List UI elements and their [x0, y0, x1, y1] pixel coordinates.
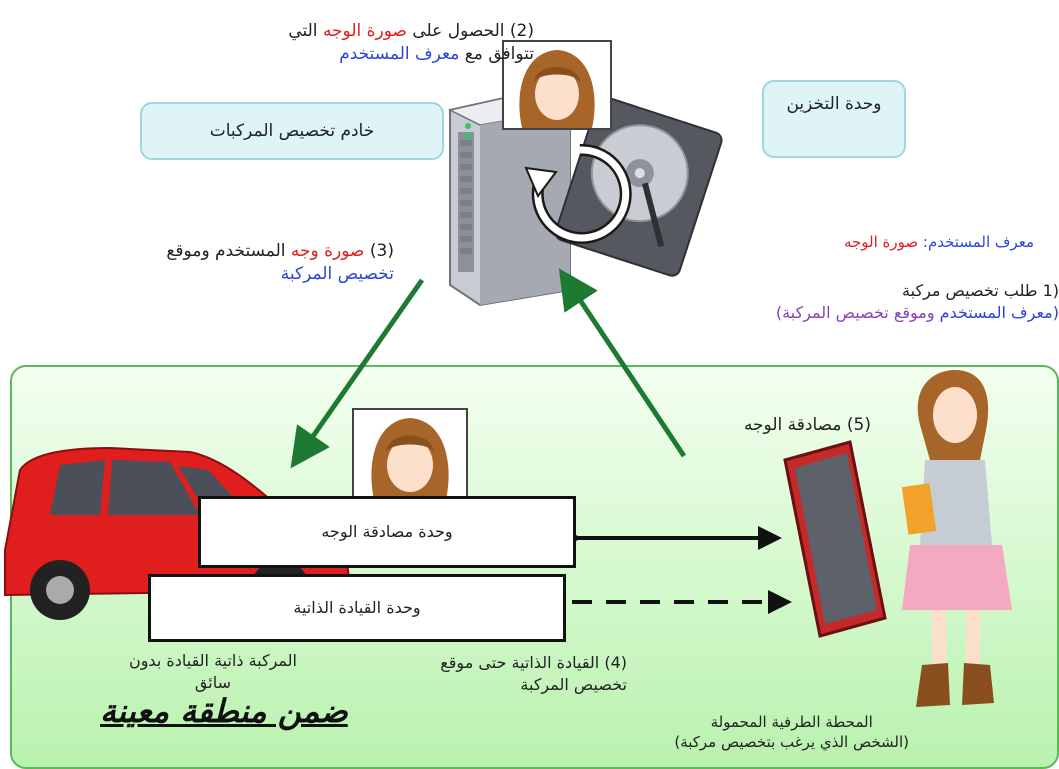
server-icon: [447, 88, 572, 307]
step3-face-highlight: صورة وجه: [290, 241, 365, 261]
terminal-line1: المحطة الطرفية المحمولة: [710, 713, 873, 731]
step1-user-id: (معرف المستخدم: [939, 302, 1059, 322]
step3-line2: تخصيص المركبة: [280, 263, 394, 284]
self-driving-unit-box: وحدة القيادة الذاتية: [148, 574, 566, 642]
server-storage-graphic: [447, 88, 723, 307]
storage-label: وحدة التخزين: [786, 94, 882, 114]
zone-title: ضمن منطقة معينة: [100, 692, 348, 730]
step5-label: (5) مصادقة الوجه: [743, 415, 871, 435]
smartphone-icon: [783, 440, 887, 638]
terminal-line2: (الشخص الذي يرغب بتخصيص مركبة): [674, 733, 909, 752]
storage-bubble: وحدة التخزين: [762, 80, 906, 158]
step2-face-image-highlight: صورة الوجه: [322, 21, 407, 41]
step2-line2-prefix: تتوافق مع: [459, 43, 534, 64]
mapping-text: معرف المستخدم: صورة الوجه: [844, 232, 1034, 252]
arrow-terminal-to-server: [558, 268, 687, 458]
server-label: خادم تخصيص المركبات: [209, 121, 375, 141]
woman-face-icon: [371, 418, 449, 500]
vehicle-label: المركبة ذاتية القيادة بدون سائق: [129, 650, 297, 693]
mapping-face-image: صورة الوجه: [843, 233, 923, 251]
step1-text: (1 طلب تخصيص مركبة (معرف المستخدم وموقع …: [776, 280, 1059, 323]
step4-text: (4) القيادة الذاتية حتى موقع تخصيص المرك…: [440, 652, 627, 695]
terminal-label: المحطة الطرفية المحمولة (الشخص الذي يرغب…: [674, 712, 909, 753]
face-auth-unit-box: وحدة مصادقة الوجه: [198, 496, 576, 568]
server-bubble: خادم تخصيص المركبات: [140, 102, 444, 160]
face-photo-server: [502, 40, 612, 130]
face-auth-unit-label: وحدة مصادقة الوجه: [321, 522, 453, 541]
mapping-user-id: معرف المستخدم:: [922, 233, 1034, 251]
step3-text: (3) صورة وجه المستخدم وموقع تخصيص المركب…: [166, 240, 394, 286]
arrow-server-to-car: [290, 278, 425, 469]
step2-line1-prefix: (2) الحصول على: [406, 21, 534, 41]
step3-line1-suffix: المستخدم وموقع: [166, 241, 291, 261]
step2-user-id-highlight: معرف المستخدم: [339, 43, 460, 64]
step3-line1-prefix: (3): [364, 241, 394, 261]
step2-text: (2) الحصول على صورة الوجه التي تتوافق مع…: [288, 20, 534, 66]
step4-line1: (4) القيادة الذاتية حتى موقع: [440, 653, 627, 672]
woman-figure-icon: [901, 370, 1012, 707]
sync-arrow-icon: [524, 143, 632, 244]
face-photo-car: [352, 408, 468, 502]
woman-face-icon: [519, 50, 595, 128]
step1-location: وموقع تخصيص المركبة): [775, 302, 940, 322]
vehicle-line2: سائق: [194, 672, 231, 692]
step1-line1: (1 طلب تخصيص مركبة: [902, 281, 1059, 300]
self-driving-unit-label: وحدة القيادة الذاتية: [293, 598, 421, 617]
step4-line2: تخصيص المركبة: [520, 674, 627, 694]
vehicle-line1: المركبة ذاتية القيادة بدون: [128, 651, 297, 670]
step2-line1-suffix: التي: [288, 21, 323, 41]
